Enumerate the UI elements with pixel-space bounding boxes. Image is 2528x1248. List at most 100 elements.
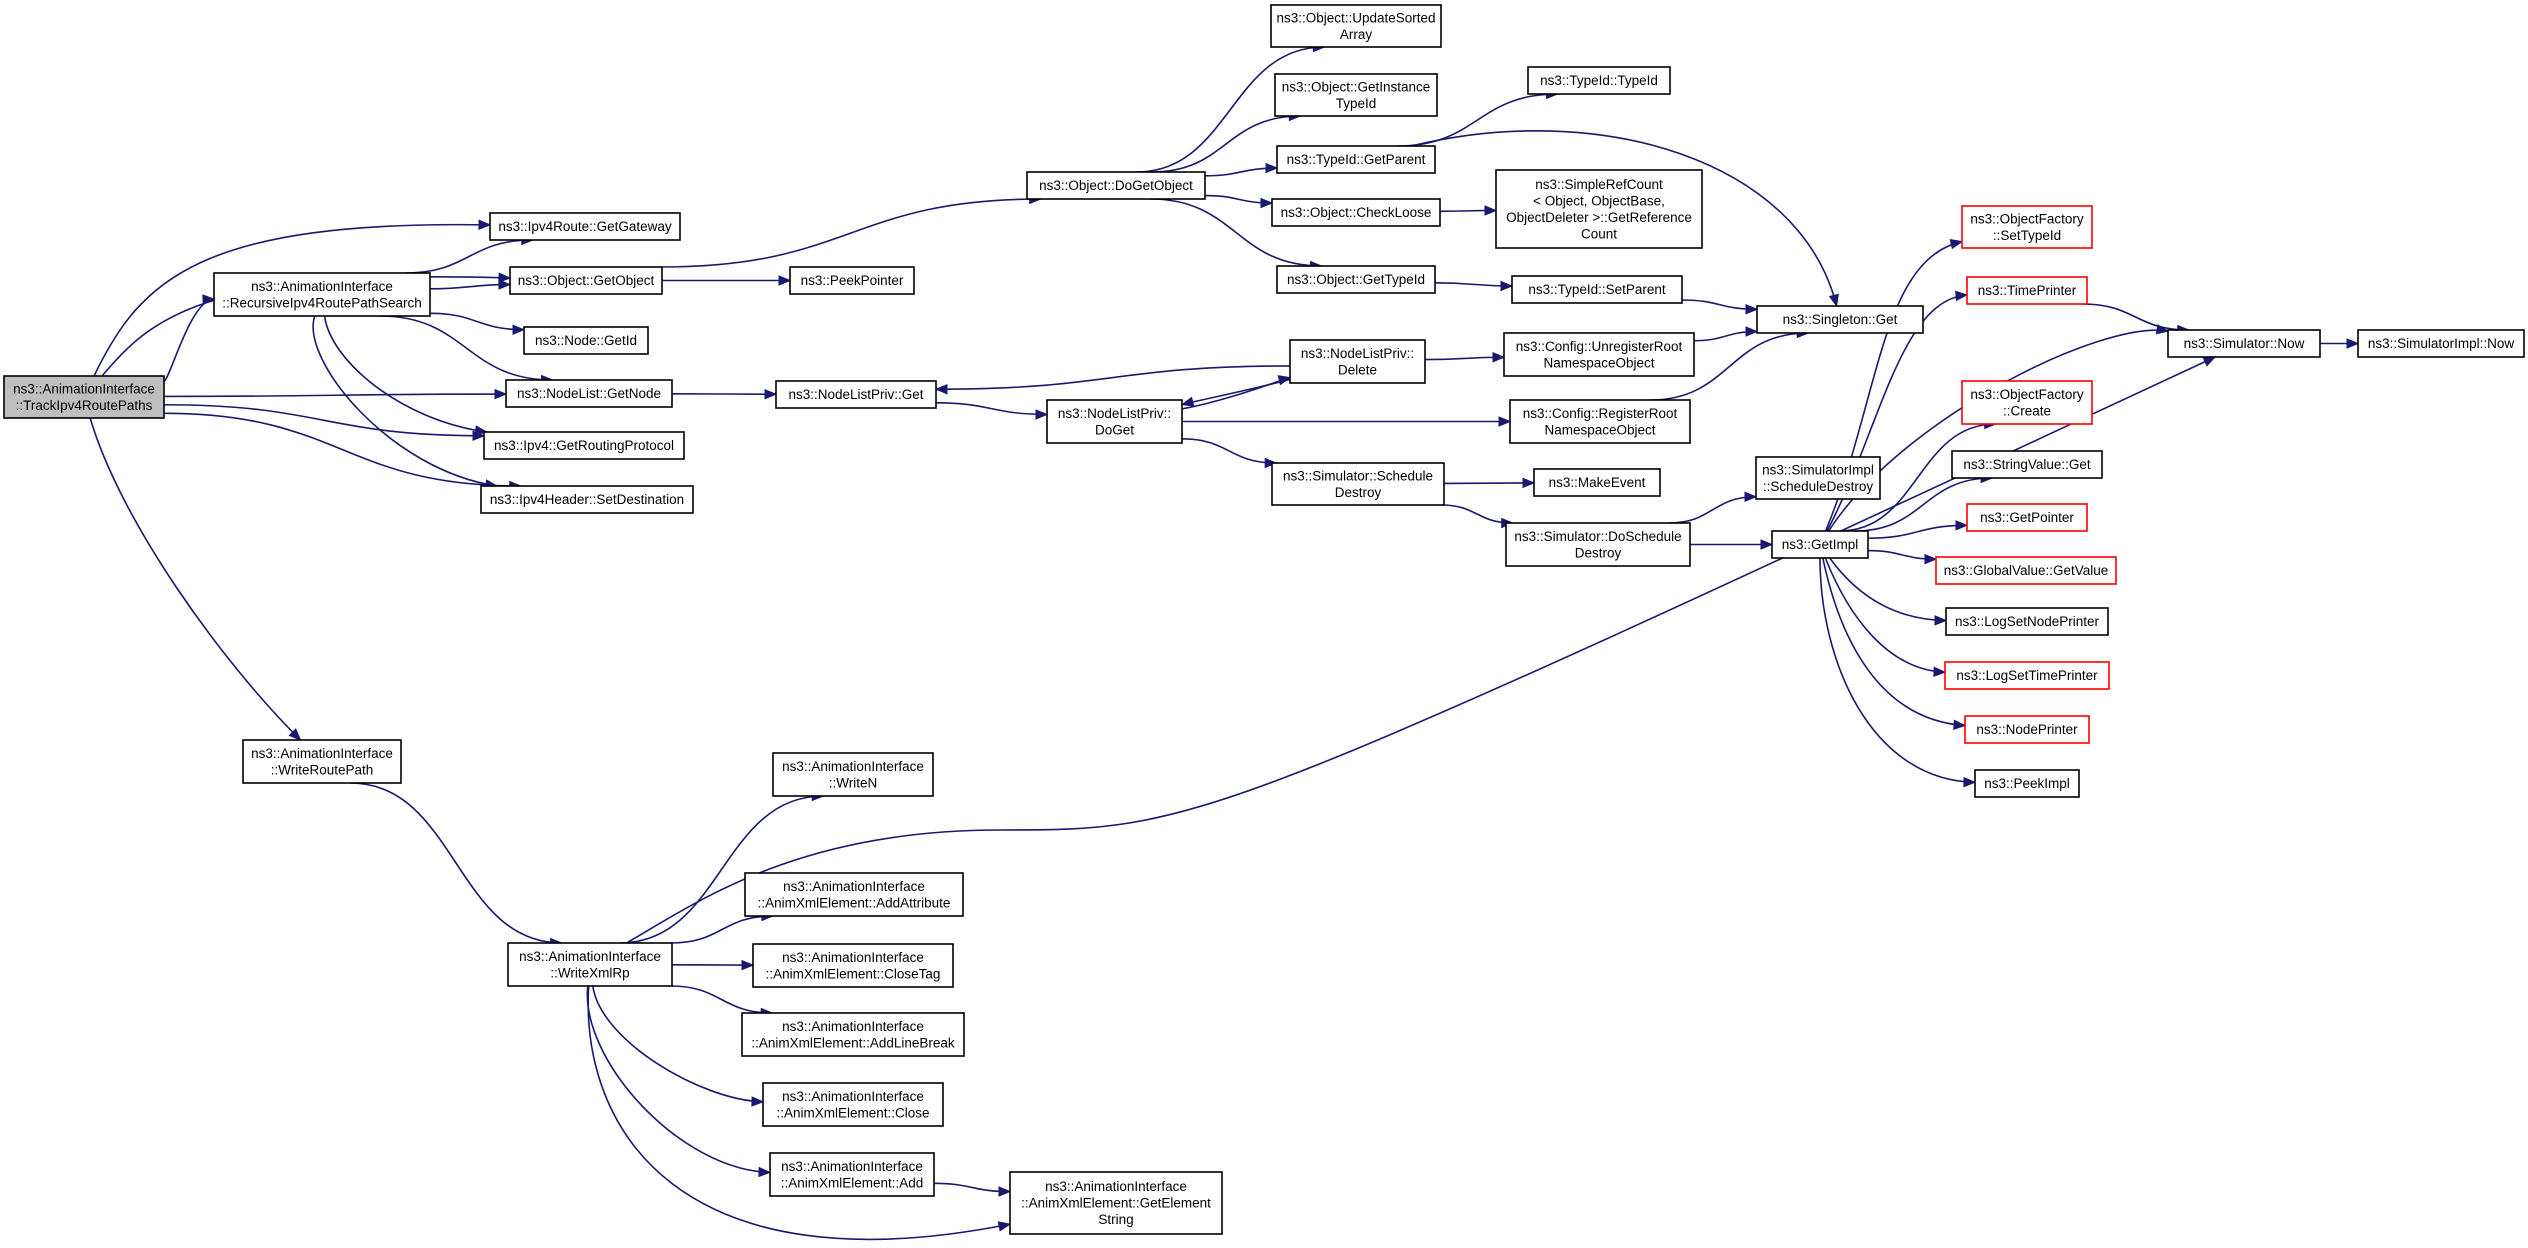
node-label-line: ns3::NodeListPriv:: [1301,346,1414,361]
arrowhead [1745,304,1759,315]
arrowhead [1933,666,1947,677]
edge-nldelete-to-unregister [1424,352,1506,363]
node-box [1505,522,1691,567]
node-stringvalueget[interactable]: ns3::StringValue::Get [1951,450,2103,479]
node-typeid[interactable]: ns3::TypeId::TypeId [1527,66,1671,95]
node-nodelistget[interactable]: ns3::NodeListPriv::Get [775,380,937,409]
node-addlinebreak[interactable]: ns3::AnimationInterface::AnimXmlElement:… [741,1012,965,1057]
arrowhead [1934,615,1948,626]
node-recursive[interactable]: ns3::AnimationInterface::RecursiveIpv4Ro… [213,272,431,317]
node-simplerefcount[interactable]: ns3::SimpleRefCount< Object, ObjectBase,… [1495,169,1703,249]
node-nldoget[interactable]: ns3::NodeListPriv::DoGet [1046,399,1183,444]
arrowhead [934,383,948,395]
node-label-line: Delete [1338,362,1377,377]
arrowhead [778,275,792,286]
node-label-line: ns3::ObjectFactory [1970,211,2084,226]
node-box [1527,66,1671,95]
node-label-line: ns3::AnimationInterface [782,1019,924,1034]
node-setdest[interactable]: ns3::Ipv4Header::SetDestination [480,485,694,514]
edge-nldoget-to-nldelete [1181,375,1292,410]
node-dogetobject[interactable]: ns3::Object::DoGetObject [1026,171,1206,200]
node-makeevent[interactable]: ns3::MakeEvent [1533,468,1661,497]
node-label-line: ::TrackIpv4RoutePaths [16,398,153,413]
node-peekimpl[interactable]: ns3::PeekImpl [1974,769,2080,798]
edge-track-to-gateway [93,219,492,377]
node-nodeprinter[interactable]: ns3::NodePrinter [1964,715,2090,744]
node-simnow[interactable]: ns3::Simulator::Now [2167,329,2321,358]
node-scheduledestroy[interactable]: ns3::Simulator::ScheduleDestroy [1271,462,1445,506]
node-getobject[interactable]: ns3::Object::GetObject [509,266,663,295]
node-getparent[interactable]: ns3::TypeId::GetParent [1276,145,1436,174]
edge-writexmlrp-to-closetag [671,959,755,971]
node-nldelete[interactable]: ns3::NodeListPriv::Delete [1289,339,1426,384]
node-factorycreate[interactable]: ns3::ObjectFactory::Create [1961,380,2093,425]
edge-nldoget-to-scheduledestroy [1181,438,1278,469]
edge-scheduledestroy-to-makeevent [1443,477,1536,489]
node-track[interactable]: ns3::AnimationInterface::TrackIpv4RouteP… [3,375,165,419]
node-label-line: ::WriteN [829,775,878,790]
node-checkloose[interactable]: ns3::Object::CheckLoose [1271,198,1441,227]
node-label-line: ns3::AnimationInterface [782,1089,924,1104]
node-gettypeid[interactable]: ns3::Object::GetTypeId [1276,265,1436,294]
arrowhead [1492,352,1506,363]
node-add[interactable]: ns3::AnimationInterface::AnimXmlElement:… [769,1152,935,1197]
node-label-line: ns3::AnimationInterface [782,950,924,965]
node-implscheduledestroy[interactable]: ns3::SimulatorImpl::ScheduleDestroy [1755,456,1881,500]
node-addattribute[interactable]: ns3::AnimationInterface::AnimXmlElement:… [744,872,964,917]
node-box [480,485,694,514]
node-closetag[interactable]: ns3::AnimationInterface::AnimXmlElement:… [752,943,954,988]
node-simimplnow[interactable]: ns3::SimulatorImpl::Now [2357,329,2525,358]
node-getelementstring[interactable]: ns3::AnimationInterface::AnimXmlElement:… [1009,1171,1223,1235]
node-label-line: ns3::Config::UnregisterRoot [1516,339,1683,354]
node-setparent[interactable]: ns3::TypeId::SetParent [1511,275,1683,304]
edge-recursive-to-setdest [312,315,499,490]
node-globalvalue[interactable]: ns3::GlobalValue::GetValue [1935,556,2117,585]
node-timeprinter[interactable]: ns3::TimePrinter [1966,276,2088,305]
node-label-line: ns3::Object::GetObject [518,273,655,288]
node-label-line: ns3::AnimationInterface [783,879,925,894]
node-box [769,1152,935,1197]
arrowhead [1277,375,1292,386]
node-unregister[interactable]: ns3::Config::UnregisterRootNamespaceObje… [1503,332,1695,377]
arrowhead [1522,477,1536,489]
node-factorysettypeid[interactable]: ns3::ObjectFactory::SetTypeId [1961,205,2093,249]
node-routing[interactable]: ns3::Ipv4::GetRoutingProtocol [483,431,685,460]
node-label-line: ns3::SimulatorImpl [1762,462,1874,477]
edge-track-to-writeroutepath [89,417,302,741]
node-box [1964,715,2090,744]
node-getnode[interactable]: ns3::NodeList::GetNode [505,379,673,408]
arrowhead [1955,520,1969,531]
node-writen[interactable]: ns3::AnimationInterface::WriteN [772,752,934,797]
edge-writexmlrp-to-writen [619,790,825,944]
node-writeroutepath[interactable]: ns3::AnimationInterface::WriteRoutePath [242,739,402,784]
node-close[interactable]: ns3::AnimationInterface::AnimXmlElement:… [762,1082,944,1127]
edge-getimpl-to-nodeprinter [1822,557,1967,730]
arrowhead [2346,338,2360,349]
node-getpointer[interactable]: ns3::GetPointer [1966,503,2088,532]
node-label-line: ns3::ObjectFactory [1970,387,2084,402]
node-box [523,326,649,355]
node-box [507,942,673,987]
node-lognodeprinter[interactable]: ns3::LogSetNodePrinter [1945,607,2109,636]
node-writexmlrp[interactable]: ns3::AnimationInterface::WriteXmlRp [507,942,673,987]
arrowhead [2202,356,2217,367]
node-label-line: ns3::GlobalValue::GetValue [1944,563,2109,578]
edge-getparent-to-singleton [1411,130,1839,308]
node-label-line: ns3::Node::GetId [535,333,637,348]
node-logtimeprinter[interactable]: ns3::LogSetTimePrinter [1944,661,2110,690]
node-getimpl[interactable]: ns3::GetImpl [1771,530,1869,559]
node-box [1495,169,1703,249]
node-box [1974,769,2080,798]
node-gateway[interactable]: ns3::Ipv4Route::GetGateway [489,212,681,241]
node-box [2167,329,2321,358]
arrowhead [1500,280,1514,292]
node-label-line: ns3::AnimationInterface [1045,1179,1187,1194]
node-getid[interactable]: ns3::Node::GetId [523,326,649,355]
node-peekpointer[interactable]: ns3::PeekPointer [789,266,915,295]
edge-getimpl-to-lognodeprinter [1829,557,1948,626]
node-singleton[interactable]: ns3::Singleton::Get [1756,305,1924,334]
